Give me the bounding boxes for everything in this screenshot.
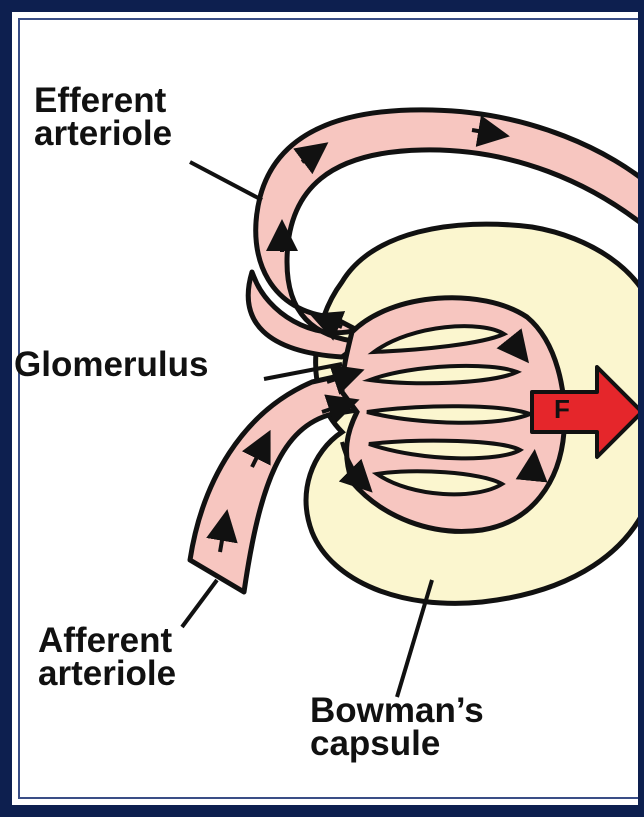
afferent-pointer (182, 580, 217, 627)
afferent-arteriole-label: Afferent arteriole (38, 624, 176, 690)
glomerulus-label: Glomerulus (14, 348, 208, 381)
efferent-pointer (190, 162, 262, 200)
bowmans-capsule-label: Bowman’s capsule (310, 694, 484, 760)
filtration-label: F (554, 394, 570, 425)
efferent-arteriole-label: Efferent arteriole (34, 84, 172, 150)
